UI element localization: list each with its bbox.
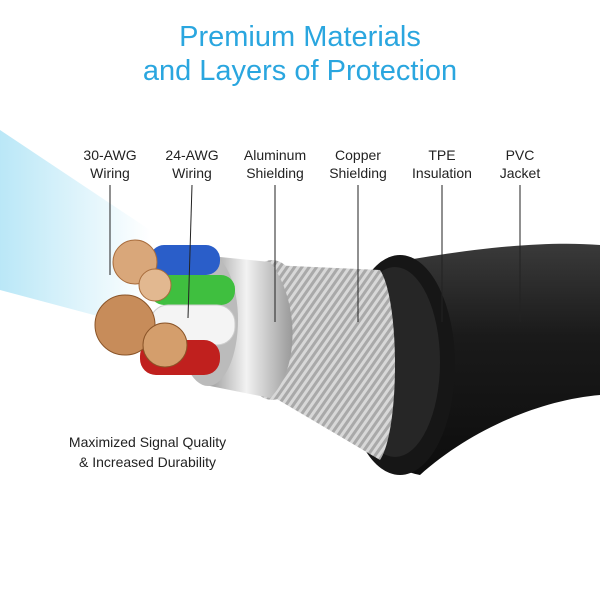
leader-lines <box>109 184 521 322</box>
headline-line2: and Layers of Protection <box>142 55 458 87</box>
tagline: Maximized Signal Quality& Increased Dura… <box>68 434 227 470</box>
headline-line1: Premium Materials <box>179 21 421 53</box>
wire-blue <box>150 245 220 275</box>
signal-glow <box>0 130 150 330</box>
